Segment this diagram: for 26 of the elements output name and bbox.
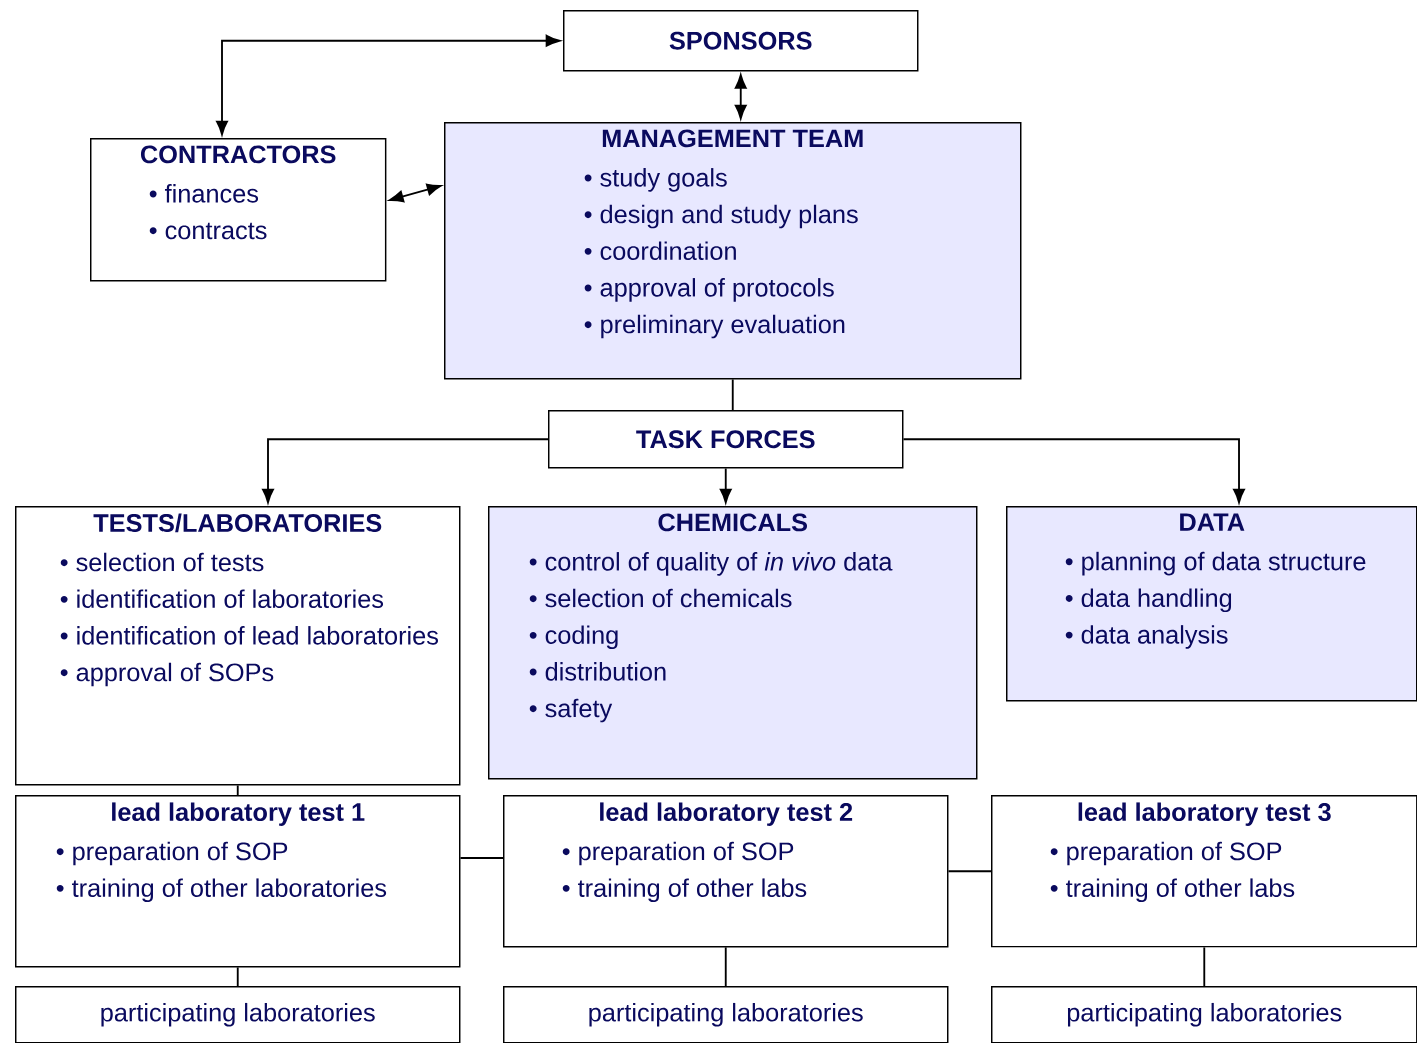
arrow: [262, 438, 549, 504]
org-box: MANAGEMENT TEAM • study goals • design and study plans • coordination • approval of protocols • preliminary evaluation: [444, 122, 1022, 380]
connector-line: [236, 966, 239, 987]
org-box: participating laboratories: [503, 986, 949, 1043]
connector-line: [731, 378, 734, 411]
connector-line: [1203, 946, 1206, 987]
org-box: lead laboratory test 1 • preparation of SOP • training of other laboratories: [15, 795, 461, 968]
org-box: lead laboratory test 2 • preparation of SOP • training of other labs: [503, 795, 949, 948]
org-box: lead laboratory test 3 • preparation of SOP • training of other labs: [991, 795, 1417, 948]
org-box: participating laboratories: [15, 986, 461, 1043]
connector-line: [724, 946, 727, 987]
org-box: CHEMICALS • control of quality of in vivo data • selection of chemicals • coding • distribution • safety: [488, 506, 978, 780]
org-box: SPONSORS: [563, 10, 919, 72]
arrow: [719, 467, 732, 504]
arrow: [902, 438, 1245, 504]
arrow: [734, 74, 747, 120]
connector-line: [459, 857, 504, 859]
arrow: [389, 183, 442, 203]
connector-line: [947, 870, 992, 873]
org-box: participating laboratories: [991, 986, 1417, 1043]
connector-line: [236, 784, 239, 796]
org-box: DATA • planning of data structure • data handling • data analysis: [1006, 506, 1417, 702]
arrow: [216, 34, 561, 136]
org-box: TESTS/LABORATORIES • selection of tests • identification of laboratories • identification of lead laboratories • approval of SOPs: [15, 506, 461, 786]
org-box: CONTRACTORS • finances • contracts: [90, 138, 387, 282]
org-box: TASK FORCES: [548, 410, 904, 469]
